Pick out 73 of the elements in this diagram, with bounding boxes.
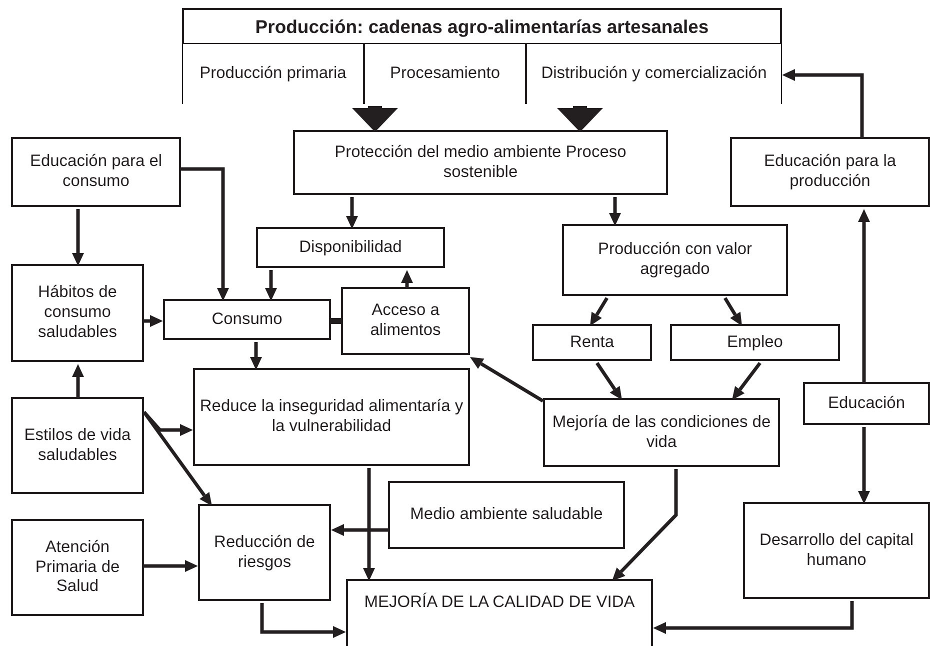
process-box <box>730 137 930 207</box>
arrow <box>181 167 229 301</box>
box-label: Medio ambiente saludable <box>410 505 603 525</box>
process-box <box>293 130 668 195</box>
box-label: Acceso a alimentos <box>369 301 442 341</box>
box-label: Reduce la inseguridad alimentaría y la vulnerabilidad <box>199 397 464 437</box>
box-label: Consumo <box>212 310 282 330</box>
process-box <box>198 504 331 601</box>
box-label: Empleo <box>727 332 783 352</box>
arrow <box>782 69 864 139</box>
process-box <box>11 137 181 207</box>
process-box <box>256 227 445 268</box>
arrow <box>470 357 544 402</box>
process-box <box>743 502 930 599</box>
box-label: Hábitos de consumo saludables <box>37 283 118 343</box>
arrow <box>724 297 742 326</box>
box-label: Reducción de riesgos <box>213 532 316 572</box>
arrow <box>142 410 212 506</box>
box-label: Educación para el consumo <box>28 152 164 192</box>
process-box <box>11 397 144 494</box>
arrow <box>331 524 388 536</box>
arrow <box>144 315 163 327</box>
box-label: Estilos de vida saludables <box>23 426 132 466</box>
box-label: Atención Primaria de Salud <box>34 538 121 598</box>
arrow <box>612 469 678 581</box>
box-label: Distribución y comercialización <box>541 64 767 84</box>
arrow <box>260 603 346 638</box>
box-label: Renta <box>570 332 614 352</box>
arrow <box>265 270 277 301</box>
process-box <box>11 519 144 616</box>
arrow <box>590 297 608 326</box>
process-box <box>670 324 840 361</box>
box-label: Procesamiento <box>390 64 500 84</box>
process-box <box>163 299 331 340</box>
process-box <box>388 481 625 549</box>
arrow <box>732 362 762 400</box>
table-cell <box>526 43 782 104</box>
arrow <box>653 601 854 634</box>
arrow <box>352 106 398 132</box>
arrow <box>596 362 622 400</box>
box-label: Producción primaria <box>200 64 346 84</box>
process-box <box>803 382 930 425</box>
arrow <box>363 468 375 581</box>
box-label: Producción con valor agregado <box>596 240 754 280</box>
process-box <box>193 368 470 466</box>
arrow <box>144 560 198 572</box>
process-box <box>543 398 780 467</box>
arrow <box>346 197 358 229</box>
process-box <box>562 224 788 296</box>
arrow <box>609 197 621 226</box>
process-box <box>11 264 144 362</box>
arrow <box>557 106 603 132</box>
connector-line <box>331 318 341 324</box>
box-label: Desarrollo del capital humano <box>758 530 915 570</box>
arrow <box>858 209 870 384</box>
box-label: Educación para la producción <box>762 152 898 192</box>
box-label: MEJORÍA DE LA CALIDAD DE VIDA <box>364 593 635 613</box>
box-label: Disponibilidad <box>299 238 402 258</box>
box-label: Educación <box>828 394 906 414</box>
process-box <box>532 324 652 361</box>
box-label: Mejoría de las condiciones de vida <box>551 412 772 452</box>
heading: Producción: cadenas agro-alimentarías artesanales <box>255 15 709 38</box>
arrow <box>401 270 413 289</box>
arrow <box>72 364 84 399</box>
arrow <box>858 427 870 504</box>
table-cell <box>364 43 526 104</box>
header-panel <box>182 8 782 104</box>
process-box <box>346 579 653 646</box>
arrow <box>250 342 262 370</box>
arrow <box>72 209 84 266</box>
box-label: Protección del medio ambiente Proceso sostenible <box>334 142 628 182</box>
process-box <box>341 287 470 355</box>
table-cell <box>182 43 364 104</box>
